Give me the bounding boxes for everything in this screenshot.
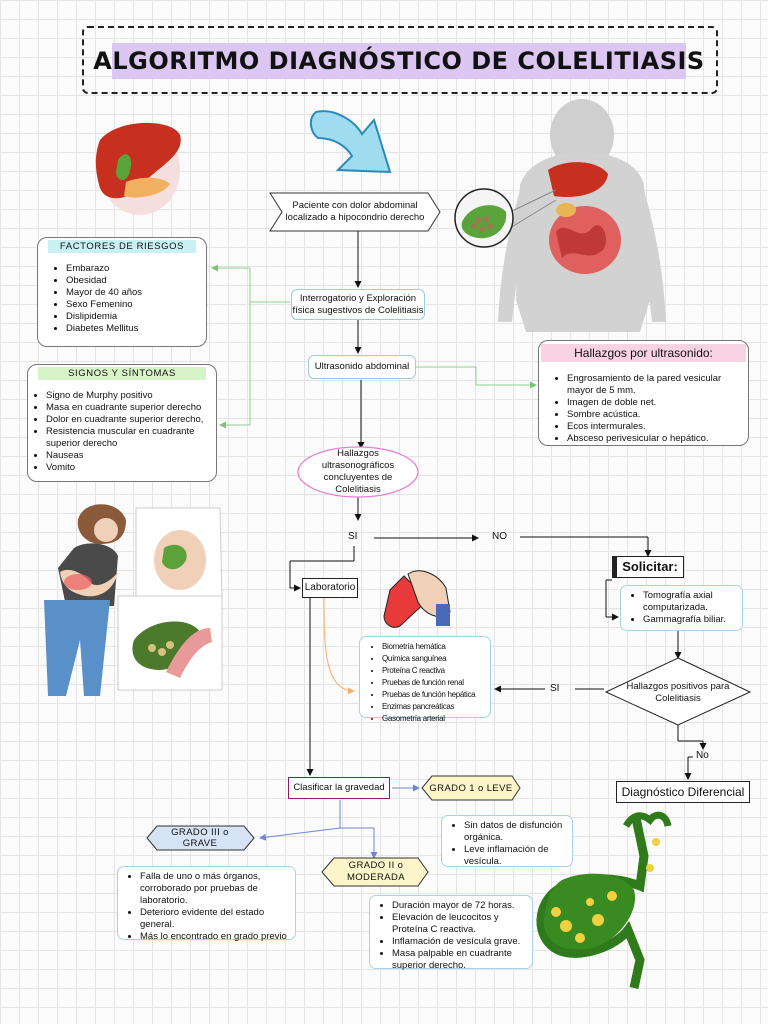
ultrasonido-panel-title: Hallazgos por ultrasonido: xyxy=(541,344,746,362)
positivos-node: Hallazgos positivos para Colelitiasis xyxy=(626,681,730,704)
list-item: Más lo encontrado en grado previo xyxy=(140,931,289,943)
list-item: Proteína C reactiva xyxy=(382,665,484,677)
list-item: Falla de uno o más órganos, corroborado … xyxy=(140,871,289,907)
positivos-diamond xyxy=(604,657,752,726)
list-item: Pruebas de función hepática xyxy=(382,689,484,701)
no-label: NO xyxy=(492,531,507,542)
signos-card: SIGNOS Y SÍNTOMAS Signo de Murphy positi… xyxy=(27,364,217,482)
list-item: Sin datos de disfunción orgánica. xyxy=(464,820,566,844)
list-item: Vomito xyxy=(46,462,210,474)
list-item: Deterioro evidente del estado general. xyxy=(140,907,289,931)
list-item: Sexo Femenino xyxy=(66,299,142,311)
grado2-shape xyxy=(321,857,429,887)
laboratorio-node: Laboratorio xyxy=(302,578,358,598)
title-frame xyxy=(82,26,718,94)
ultrasonido-list: Engrosamiento de la pared vesicular mayo… xyxy=(551,373,742,445)
list-item: Gammagrafía biliar. xyxy=(643,614,736,626)
list-item: Dislipidemia xyxy=(66,311,142,323)
no2-label: No xyxy=(696,750,709,761)
page-title: ALGORITMO DIAGNÓSTICO DE COLELITIASIS xyxy=(93,43,704,79)
ultrasonido-node: Ultrasonido abdominal xyxy=(308,355,416,379)
list-item: Mayor de 40 años xyxy=(66,287,142,299)
si-label: SI xyxy=(348,531,358,542)
factores-title: FACTORES DE RIESGOS xyxy=(48,240,196,253)
solicitar-node: Solicitar: xyxy=(612,556,684,578)
start-node-shape xyxy=(269,192,441,232)
leve-panel: Sin datos de disfunción orgánica.Leve in… xyxy=(441,815,573,867)
list-item: Biometría hemática xyxy=(382,641,484,653)
patient-pain-icon xyxy=(44,504,223,696)
liver-icon xyxy=(95,122,181,215)
list-item: Embarazo xyxy=(66,263,142,275)
list-item: Absceso perivesicular o hepático. xyxy=(567,433,742,445)
diagnostico-node: Diagnóstico Diferencial xyxy=(616,781,750,803)
clasificar-node: Clasificar la gravedad xyxy=(288,777,390,799)
list-item: Duración mayor de 72 horas. xyxy=(392,900,526,912)
hallazgos-node: Hallazgos ultrasonográficos concluyentes… xyxy=(321,448,395,495)
list-item: Diabetes Mellitus xyxy=(66,323,142,335)
list-item: Química sanguínea xyxy=(382,653,484,665)
factores-card: FACTORES DE RIESGOS EmbarazoObesidadMayo… xyxy=(37,237,207,347)
signos-list: Signo de Murphy positivoMasa en cuadrant… xyxy=(30,390,210,474)
list-item: Masa palpable en cuadrante superior dere… xyxy=(392,948,526,972)
list-item: Ecos intermurales. xyxy=(567,421,742,433)
list-item: Imagen de doble net. xyxy=(567,397,742,409)
list-item: Inflamación de vesícula grave. xyxy=(392,936,526,948)
list-item: Leve inflamación de vesícula. xyxy=(464,844,566,868)
grado3-shape xyxy=(146,825,255,851)
start-node: Paciente con dolor abdominal localizado … xyxy=(285,200,425,223)
hallazgos-oval xyxy=(297,446,419,498)
list-item: Resistencia muscular en cuadrante superi… xyxy=(46,426,210,450)
grado3-label: GRADO III o GRAVE xyxy=(171,827,229,849)
laboratorio-panel: Biometría hemáticaQuímica sanguíneaProte… xyxy=(359,636,491,723)
grave-panel: Falla de uno o más órganos, corroborado … xyxy=(117,866,296,943)
moderada-panel: Duración mayor de 72 horas.Elevación de … xyxy=(369,895,533,972)
list-item: Masa en cuadrante superior derecho xyxy=(46,402,210,414)
body-organs-icon xyxy=(498,99,666,332)
list-item: Elevación de leucocitos y Proteína C rea… xyxy=(392,912,526,936)
ultrasonido-panel: Hallazgos por ultrasonido: Engrosamiento… xyxy=(538,340,749,446)
list-item: Sombre acústica. xyxy=(567,409,742,421)
interrogatorio-node: Interrogatorio y Exploración física suge… xyxy=(291,289,425,320)
signos-title: SIGNOS Y SÍNTOMAS xyxy=(38,367,206,380)
list-item: Pruebas de función renal xyxy=(382,677,484,689)
grado2-label: GRADO II o MODERADA xyxy=(346,860,406,883)
factores-list: EmbarazoObesidadMayor de 40 añosSexo Fem… xyxy=(50,263,142,335)
list-item: Signo de Murphy positivo xyxy=(46,390,210,402)
gallbladder-stones-icon xyxy=(454,188,557,248)
grado1-label: GRADO 1 o LEVE xyxy=(429,782,513,794)
list-item: Tomografía axial computarizada. xyxy=(643,590,736,614)
gallbladder-icon xyxy=(536,811,672,989)
grado1-shape xyxy=(421,775,521,801)
si2-label: SI xyxy=(550,683,560,694)
list-item: Engrosamiento de la pared vesicular mayo… xyxy=(567,373,742,397)
list-item: Gasometría arterial xyxy=(382,713,484,725)
list-item: Nauseas xyxy=(46,450,210,462)
arrow-icon xyxy=(310,110,392,174)
test-tube-icon xyxy=(383,570,451,628)
list-item: Enzimas pancreáticas xyxy=(382,701,484,713)
list-item: Obesidad xyxy=(66,275,142,287)
solicitar-panel: Tomografía axial computarizada.Gammagraf… xyxy=(620,585,743,631)
list-item: Dolor en cuadrante superior derecho, xyxy=(46,414,210,426)
